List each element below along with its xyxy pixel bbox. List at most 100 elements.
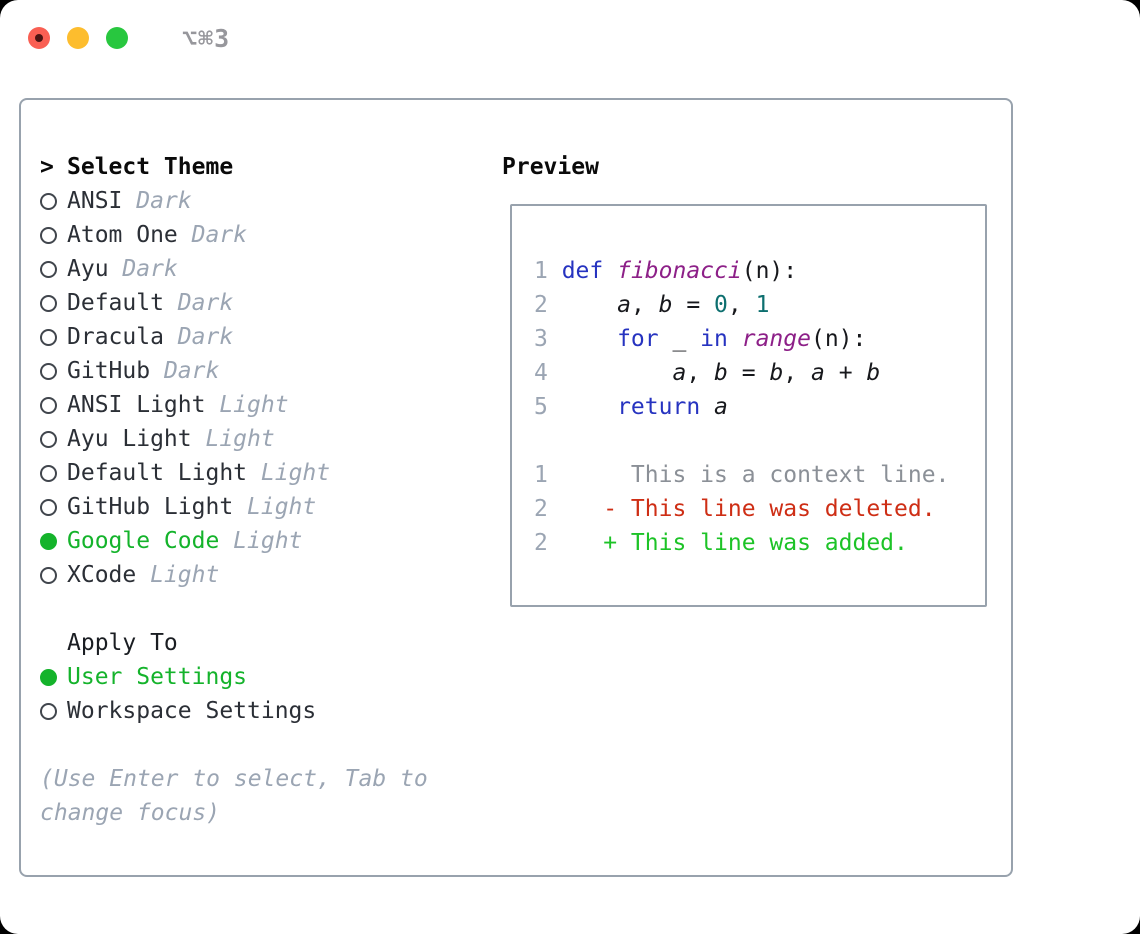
close-button-dot-icon	[35, 34, 43, 42]
theme-option-6[interactable]: ANSI Light Light	[40, 388, 480, 422]
line-number: 2	[534, 530, 548, 556]
theme-variant-label: Dark	[177, 290, 234, 316]
theme-variant-label: Dark	[163, 358, 220, 384]
code-token-pln	[603, 258, 617, 284]
theme-option-11[interactable]: XCode Light	[40, 558, 480, 592]
close-button[interactable]	[28, 27, 50, 49]
apply-option-1[interactable]: Workspace Settings	[40, 694, 480, 728]
code-line: 1 This is a context line.	[534, 458, 949, 492]
radio-indent	[40, 294, 67, 312]
code-line: 3 for _ in range(n):	[534, 322, 949, 356]
apply-option-0[interactable]: User Settings	[40, 660, 480, 694]
code-token-pln	[562, 360, 673, 386]
code-token-pln	[562, 292, 617, 318]
theme-variant-label: Dark	[136, 188, 192, 214]
code-token-pln: ,	[727, 292, 756, 318]
code-token-del: - This line was deleted.	[561, 496, 936, 522]
hint-line: change focus)	[40, 800, 221, 826]
code-token-pln	[562, 326, 617, 352]
line-number: 3	[534, 326, 548, 352]
code-line: 2 - This line was deleted.	[534, 492, 949, 526]
minimize-button[interactable]	[67, 27, 89, 49]
radio-icon	[40, 328, 57, 346]
theme-option-10[interactable]: Google Code Light	[40, 524, 480, 558]
line-number: 4	[534, 360, 548, 386]
code-token-pln: =	[672, 292, 715, 318]
theme-option-5[interactable]: GitHub Dark	[40, 354, 480, 388]
code-token-pln: ,	[686, 360, 715, 386]
theme-option-2[interactable]: Ayu Dark	[40, 252, 480, 286]
line-number: 2	[534, 292, 548, 318]
radio-indent	[40, 396, 67, 414]
apply-to-title: Apply To	[67, 630, 178, 656]
code-token-pln: (n):	[810, 326, 867, 352]
code-line: 5 return a	[534, 390, 949, 424]
code-token-kwd: return	[617, 394, 701, 420]
theme-option-0[interactable]: ANSI Dark	[40, 184, 480, 218]
theme-option-label: Atom One Dark	[67, 222, 248, 248]
theme-variant-label: Dark	[191, 222, 248, 248]
theme-variant-label: Light	[219, 392, 289, 418]
radio-icon	[40, 566, 57, 584]
code-token-typ: range	[741, 326, 811, 352]
titlebar: ⌥⌘3	[28, 24, 230, 53]
theme-variant-label: Light	[150, 562, 220, 588]
select-theme-header: > Select Theme	[40, 150, 480, 184]
code-line	[534, 424, 949, 458]
line-number: 5	[534, 394, 548, 420]
theme-option-label: Dracula Dark	[67, 324, 234, 350]
radio-indent	[40, 260, 67, 278]
code-token-var: b	[866, 360, 881, 386]
code-token-typ: fibonacci	[617, 258, 742, 284]
radio-icon	[40, 362, 57, 380]
radio-indent	[40, 328, 67, 346]
radio-icon	[40, 396, 57, 414]
radio-indent	[40, 362, 67, 380]
code-token-lit: 1	[755, 292, 770, 318]
code-token-pln	[562, 394, 617, 420]
zoom-button[interactable]	[106, 27, 128, 49]
radio-icon	[40, 260, 57, 278]
code-line: 2 a, b = 0, 1	[534, 288, 949, 322]
theme-option-7[interactable]: Ayu Light Light	[40, 422, 480, 456]
code-token-var: a	[672, 360, 687, 386]
code-token-var: b	[658, 292, 673, 318]
theme-option-4[interactable]: Dracula Dark	[40, 320, 480, 354]
radio-icon	[40, 192, 57, 210]
code-token-pln: =	[727, 360, 770, 386]
line-number: 1	[534, 258, 548, 284]
radio-selected-icon	[40, 532, 57, 550]
code-token-add: + This line was added.	[561, 530, 908, 556]
radio-indent	[40, 464, 67, 482]
code-token-kwd: in	[700, 326, 728, 352]
theme-option-label: Default Light Light	[67, 460, 331, 486]
radio-indent	[40, 498, 67, 516]
radio-icon	[40, 294, 57, 312]
radio-icon	[40, 464, 57, 482]
theme-option-label: Ayu Dark	[67, 256, 178, 282]
theme-option-3[interactable]: Default Dark	[40, 286, 480, 320]
radio-indent	[40, 226, 67, 244]
theme-option-8[interactable]: Default Light Light	[40, 456, 480, 490]
theme-option-label: Google Code Light	[67, 528, 303, 554]
apply-option-label: Workspace Settings	[67, 698, 317, 724]
spacer	[40, 728, 480, 762]
theme-option-9[interactable]: GitHub Light Light	[40, 490, 480, 524]
line-number: 1	[534, 462, 548, 488]
code-token-var: b	[769, 360, 784, 386]
radio-indent	[40, 532, 67, 550]
theme-option-label: ANSI Light Light	[67, 392, 289, 418]
radio-indent	[40, 430, 67, 448]
theme-option-1[interactable]: Atom One Dark	[40, 218, 480, 252]
radio-selected-icon	[40, 668, 57, 686]
code-line: 2 + This line was added.	[534, 526, 949, 560]
radio-icon	[40, 702, 57, 720]
